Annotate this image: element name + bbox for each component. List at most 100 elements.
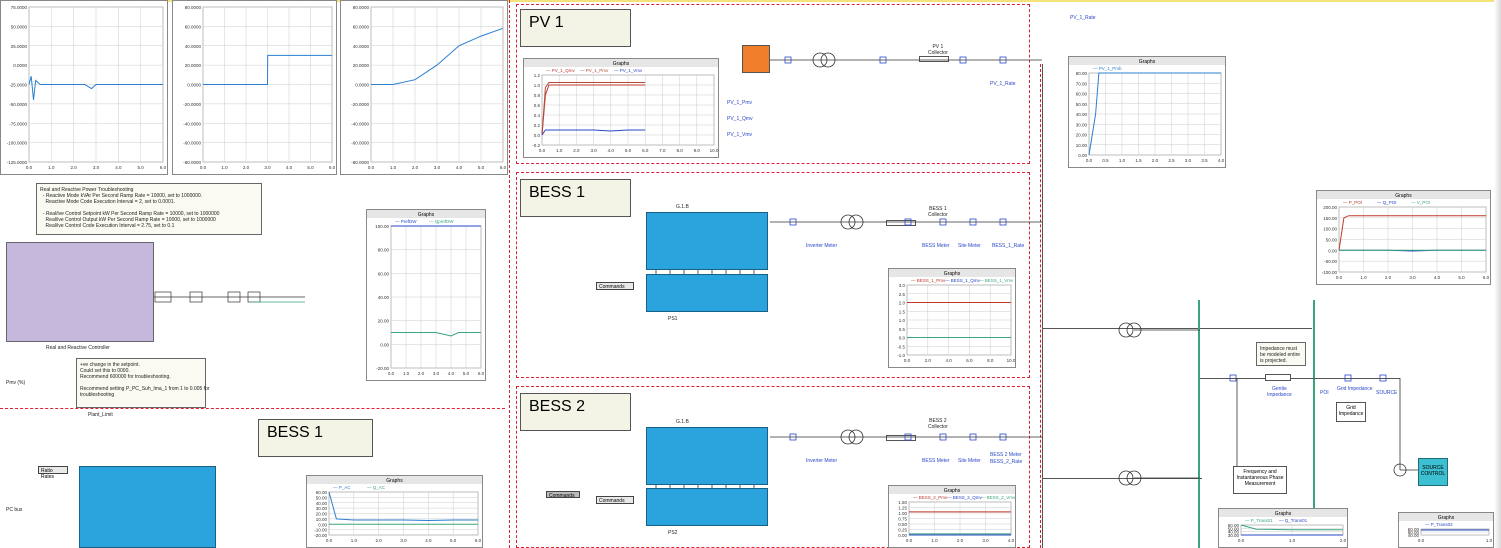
chart-11-legend-0: — P_Trans02 [1425,522,1453,527]
green-bus[interactable] [1198,300,1200,548]
chart-2-ytick: 40.0000 [353,44,370,49]
chart-0-ytick: 0.0000 [13,63,27,68]
source-control-block[interactable]: SOURCE CONTROL [1418,458,1448,486]
chart-5-svg: Graphs80.0070.0060.0050.0040.0030.0020.0… [1069,57,1225,163]
chart-0-ytick: -100.0000 [7,141,28,146]
pv-collector-line-block[interactable] [919,56,949,62]
main-bus[interactable] [1042,64,1043,548]
chart-5-ytick: 40.00 [1076,112,1088,117]
chart-9-ytick: 50.00 [316,495,328,500]
commands-button-bess2[interactable]: Commands [596,496,634,504]
frequency-measurement-block[interactable]: Frequency and Instantaneous Phase Measur… [1233,466,1287,494]
chart-5-ytick: 70.00 [1076,81,1088,86]
chart-6-ytick: 0.00 [1328,248,1337,253]
chart-2-xtick: 3.0 [434,165,441,170]
grid-impedance-label: Grid Impedance [1337,386,1373,392]
chart-4-series-2 [541,129,646,136]
source-label: SOURCE [1376,390,1398,396]
real-reactive-controller-block[interactable] [6,242,154,342]
chart-5-title: Graphs [1139,59,1156,65]
chart-3-header [367,210,485,218]
commands-button-bess1[interactable]: Commands [596,282,634,290]
gentie-impedance-block[interactable] [1265,374,1291,381]
chart-3-series-1 [391,332,481,337]
chart-9-xtick: 6.0 [475,538,482,543]
bess1-collector-line-block[interactable] [886,220,916,226]
chart-8-legend-0: — BESS_2_Pmv [913,495,948,500]
chart-6-ytick: 150.00 [1323,216,1337,221]
chart-9-title: Graphs [386,478,403,484]
chart-4-legend-1: — PV_1_Pmv [580,68,609,73]
bess1-left-control-block[interactable] [79,466,216,548]
bess1-collector-label: BESS 1 Collector [928,206,948,218]
chart-6-xtick: 4.0 [1434,275,1441,280]
chart-4-ytick: 0.8 [534,93,541,98]
commands-button-bess2-secondary[interactable]: Commands [546,491,580,499]
chart-7-ytick: 0.0 [899,336,906,341]
chart-2-ytick: -20.0000 [351,102,369,107]
pv1-inverter-block[interactable] [742,45,770,73]
chart-1-ytick: 40.0000 [185,44,202,49]
top-rate-label: PV_1_Rate [1070,15,1096,21]
bess2-converter-block[interactable] [646,427,768,485]
chart-11-xtick: 0.0 [1418,538,1425,543]
chart-11-header [1399,513,1493,521]
bess1-controller-block[interactable] [646,274,768,312]
chart-1-ytick: -20.0000 [183,102,201,107]
grid-impedance-block[interactable]: Grid Impedance [1336,402,1366,422]
pv-1-rate-label: PV_1_Rate [990,81,1016,87]
impedance-note: Impedance must be modeled entire is proj… [1256,342,1306,366]
chart-7-xtick: 8.0 [987,358,994,363]
chart-0-xtick: 2.0 [71,165,78,170]
chart-5-ytick: 20.00 [1076,133,1088,138]
chart-4-xtick: 5.0 [625,148,632,153]
chart-1-ytick: -60.0000 [183,141,201,146]
chart-5-xtick: 2.0 [1152,158,1159,163]
chart-7-ytick: 2.0 [899,301,906,306]
chart-8-xtick: 2.0 [957,538,964,543]
chart-9-xtick: 5.0 [450,538,457,543]
chart-9-ytick: 40.00 [316,501,328,506]
chart-9-ytick: 30.00 [316,506,328,511]
chart-2-xtick: 0.0 [368,165,375,170]
chart-4-header [524,59,718,67]
chart-3-ytick: 60.00 [378,271,390,276]
chart-0-xtick: 0.0 [26,165,33,170]
bess2-collector-line-block[interactable] [886,435,916,441]
chart-9-ytick: -20.00 [314,533,327,538]
chart-11-ytick: 50.00 [1408,530,1420,535]
chart-4-xtick: 7.0 [659,148,666,153]
chart-6-ytick: 200.00 [1323,205,1337,210]
bess1-converter-block[interactable] [646,212,768,270]
chart-8-ytick: 1.50 [898,500,907,505]
chart-2-ytick: -40.0000 [351,121,369,126]
chart-5-xtick: 1.5 [1135,158,1142,163]
chart-1-ytick: 80.0000 [185,5,202,10]
chart-10-xtick: 1.0 [1289,538,1296,543]
chart-3-xtick: 3.0 [433,371,440,376]
chart-4-xtick: 10.0 [710,148,718,153]
chart-11-xtick: 1.0 [1486,538,1493,543]
green-bus-right[interactable] [1313,300,1315,548]
chart-6-xtick: 1.0 [1360,275,1367,280]
chart-2-ytick: -60.0000 [351,141,369,146]
pv-collector-label: PV 1 Collector [928,44,948,56]
chart-3-ytick: 80.00 [378,248,390,253]
bess2-controller-block[interactable] [646,488,768,526]
bess2-collector-label: BESS 2 Collector [928,418,948,430]
chart-4-xtick: 1.0 [556,148,563,153]
chart-6-ytick: 50.00 [1326,238,1338,243]
